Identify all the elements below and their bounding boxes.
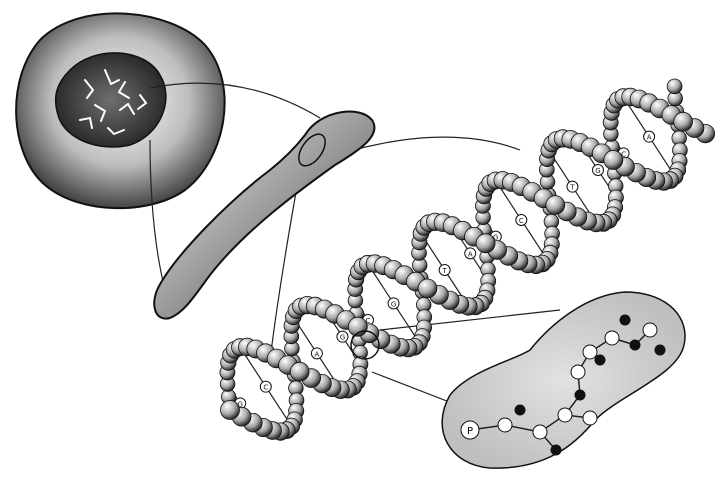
atom-light [498, 418, 512, 432]
helix-bead [667, 79, 682, 94]
phosphate-label: P [467, 426, 473, 437]
inset-halo [442, 292, 685, 468]
atom-light [558, 408, 572, 422]
base-letter: A [468, 250, 473, 258]
atom-light [583, 411, 597, 425]
atom-dark [515, 405, 525, 415]
atom-dark [595, 355, 605, 365]
base-letter: A [314, 350, 319, 358]
cell-nucleus [56, 53, 166, 147]
base-letter: C [263, 384, 268, 392]
atom-light [643, 323, 657, 337]
base-letter: A [647, 134, 652, 142]
helix-bead [290, 362, 309, 381]
base-letter: C [519, 217, 524, 225]
base-letter: G [595, 167, 600, 175]
atom-dark [655, 345, 665, 355]
helix-bead [221, 401, 240, 420]
atom-light [533, 425, 547, 439]
helix-bead [546, 196, 565, 215]
atom-dark [630, 340, 640, 350]
nucleotide-inset: P [442, 292, 685, 468]
atom-dark [620, 315, 630, 325]
atom-light [583, 345, 597, 359]
helix-bead [604, 151, 623, 170]
cell [16, 13, 225, 208]
atom-dark [551, 445, 561, 455]
base-letter: G [340, 334, 345, 342]
helix-bead [418, 279, 437, 298]
atom-light [571, 365, 585, 379]
helix-bead [476, 234, 495, 253]
base-letter: T [569, 184, 575, 192]
base-letter: T [442, 267, 448, 275]
atom-light [605, 331, 619, 345]
base-letter: G [391, 300, 396, 308]
atom-dark [575, 390, 585, 400]
helix-bead [674, 112, 693, 131]
